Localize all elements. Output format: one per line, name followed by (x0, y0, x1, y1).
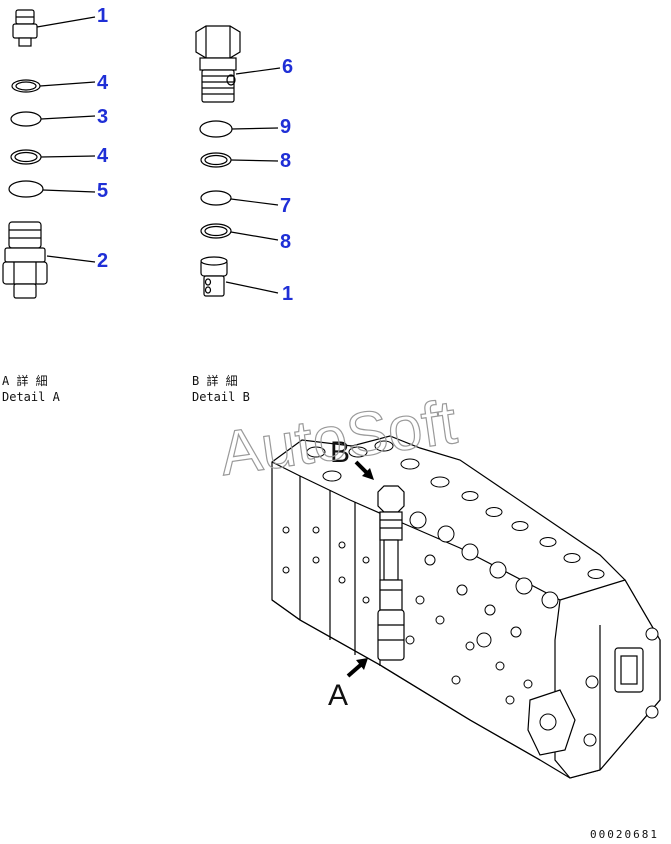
callout-b-6: 6 (282, 56, 293, 78)
callout-b-1: 1 (282, 283, 293, 305)
callout-a-1: 1 (97, 5, 108, 27)
drawing-code: 00020681 (590, 828, 659, 841)
callout-b-8a: 8 (280, 150, 291, 172)
detail-a-en: Detail A (2, 390, 61, 404)
callout-a-5: 5 (97, 180, 108, 202)
callout-a-2: 2 (97, 250, 108, 272)
detail-b-jp: B 詳 細 (192, 373, 238, 388)
plug-part-1b (200, 256, 228, 297)
top-ports (306, 440, 605, 579)
view-arrow-b (354, 460, 374, 480)
callout-b-9: 9 (280, 116, 291, 138)
callout-numbers: 1 4 3 4 5 2 6 9 8 7 8 1 (97, 5, 293, 305)
valve-part-2 (2, 221, 48, 299)
o-ring-7 (200, 190, 232, 206)
control-valve-assembly (271, 435, 661, 779)
detail-b-en: Detail B (192, 390, 250, 404)
o-ring-5 (8, 180, 44, 198)
callout-a-4a: 4 (97, 72, 109, 94)
view-arrow-a (346, 658, 368, 678)
inserted-valve-stack (377, 485, 405, 661)
view-label-a: A (328, 679, 348, 712)
detail-a-parts (2, 9, 96, 299)
callout-b-8b: 8 (280, 231, 291, 253)
detail-labels: A 詳 細 Detail A B 詳 細 Detail B (2, 373, 250, 404)
detail-b-parts (195, 25, 281, 297)
front-ports (282, 511, 559, 705)
callout-a-4b: 4 (97, 145, 109, 167)
valve-part-6 (195, 25, 241, 103)
callout-a-3: 3 (97, 106, 108, 128)
callout-b-7: 7 (280, 195, 291, 217)
view-label-b: B (330, 436, 350, 469)
o-ring-9 (199, 120, 233, 138)
plug-part-1a (12, 9, 38, 47)
o-ring-3 (10, 111, 42, 127)
detail-a-jp: A 詳 細 (2, 373, 48, 388)
